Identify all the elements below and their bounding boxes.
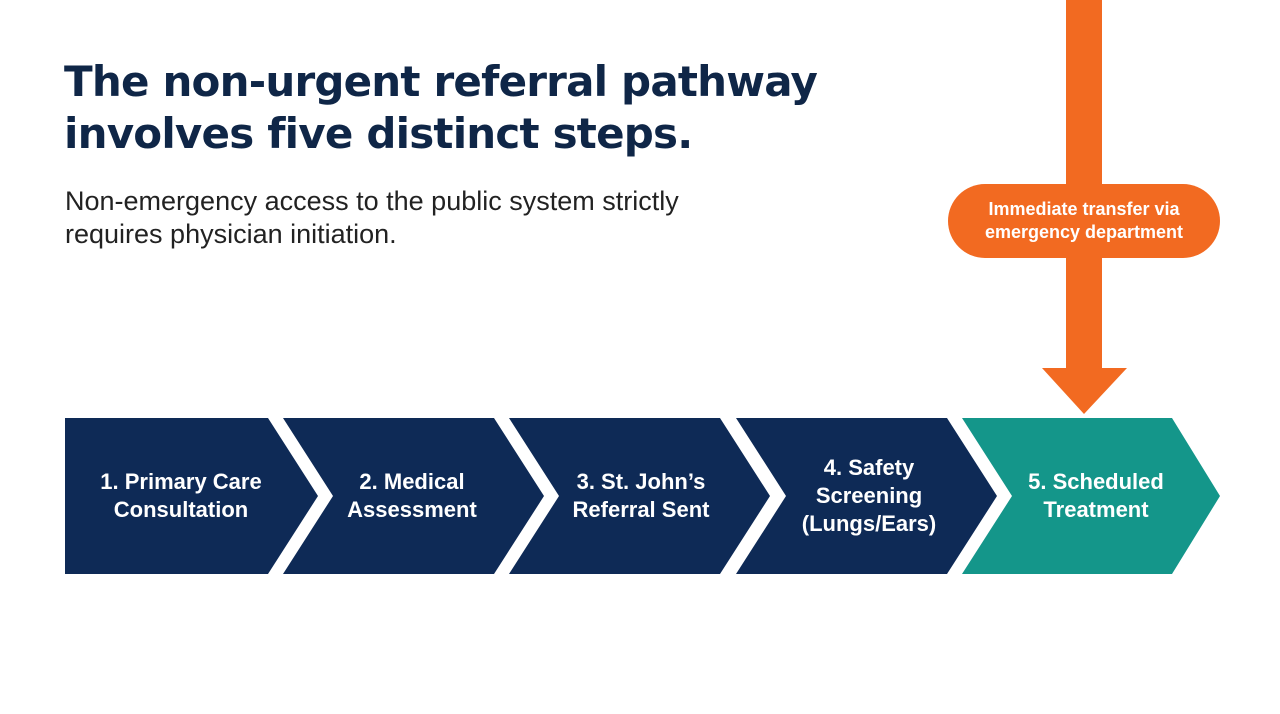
step-1-chevron — [65, 418, 318, 574]
step-5-chevron — [962, 418, 1220, 574]
emergency-arrow-head — [1042, 368, 1127, 414]
slide-title: The non-urgent referral pathway involves… — [64, 57, 818, 158]
step-2-chevron — [283, 418, 544, 574]
step-3-label: 3. St. John’s Referral Sent — [572, 469, 710, 522]
step-2-label: 2. Medical Assessment — [347, 469, 477, 522]
slide-subtitle: Non-emergency access to the public syste… — [65, 186, 679, 249]
step-4-label: 4. Safety Screening (Lungs/Ears) — [801, 455, 937, 536]
step-1-label: 1. Primary Care Consultation — [100, 469, 262, 522]
step-4-chevron — [736, 418, 997, 574]
step-3-chevron — [509, 418, 770, 574]
step-5-label: 5. Scheduled Treatment — [1028, 469, 1164, 522]
emergency-callout: Immediate transfer via emergency departm… — [948, 184, 1220, 258]
